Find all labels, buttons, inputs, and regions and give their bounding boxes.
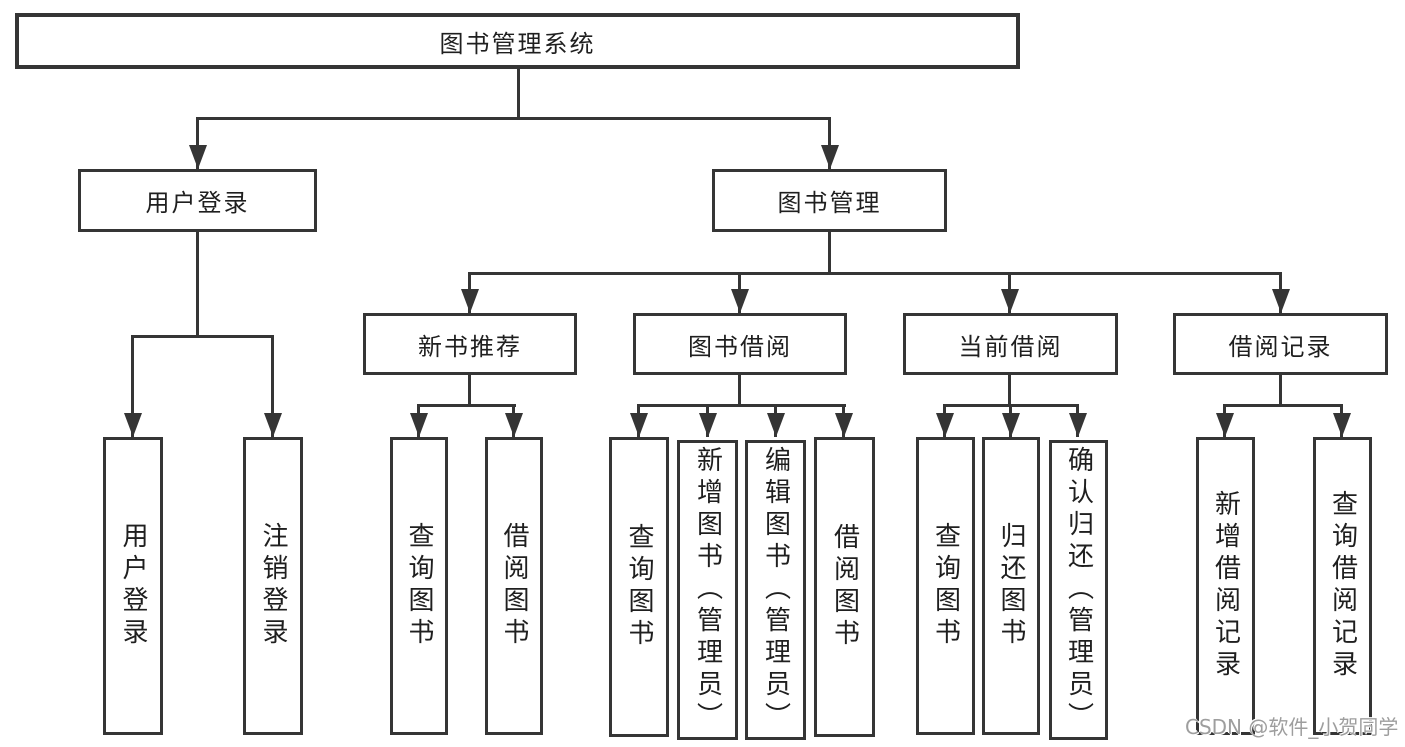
node-label: 用户登录 xyxy=(145,189,250,217)
leaf-drop-line xyxy=(131,335,134,437)
leaf-user-login: 用户登录 xyxy=(103,437,163,735)
arrow-down-icon xyxy=(124,413,142,437)
node-label: 借阅图书 xyxy=(499,522,529,650)
node-label: 编辑图书（管理员） xyxy=(760,446,791,734)
node-book-management: 图书管理 xyxy=(712,169,947,232)
node-label: 图书管理系统 xyxy=(439,29,596,58)
arrow-down-icon xyxy=(835,413,853,437)
node-label: 新增图书（管理员） xyxy=(692,446,723,734)
leaf-return-books: 归还图书 xyxy=(982,437,1040,735)
arrow-down-icon xyxy=(821,145,839,169)
node-label: 新增借阅记录 xyxy=(1210,490,1241,682)
arrow-down-icon xyxy=(699,413,717,437)
leaf-add-borrow-record: 新增借阅记录 xyxy=(1196,437,1255,735)
arrow-down-icon xyxy=(189,145,207,169)
current-borrow-stem-line xyxy=(1008,375,1011,406)
book-mgmt-stem-line xyxy=(828,232,831,275)
book-borrow-branch-line xyxy=(637,404,846,407)
leaf-query-borrow-record: 查询借阅记录 xyxy=(1313,437,1372,735)
leaf-edit-books-admin: 编辑图书（管理员） xyxy=(745,440,806,740)
node-user-login: 用户登录 xyxy=(78,169,317,232)
user-login-stem-line xyxy=(196,232,199,336)
arrow-down-icon xyxy=(936,413,954,437)
node-label: 查询图书 xyxy=(624,523,654,651)
arrow-down-icon xyxy=(1333,413,1351,437)
node-book-borrow: 图书借阅 xyxy=(633,313,847,375)
book-mgmt-drop-line xyxy=(828,117,831,169)
leaf-logout-login: 注销登录 xyxy=(243,437,303,735)
arrow-down-icon xyxy=(767,413,785,437)
arrow-down-icon xyxy=(731,289,749,313)
node-label: 图书借阅 xyxy=(688,332,792,361)
node-root: 图书管理系统 xyxy=(15,13,1020,69)
new-book-stem-line xyxy=(468,375,471,406)
leaf-borrow-books: 借阅图书 xyxy=(814,437,875,737)
user-login-branch-line xyxy=(131,335,274,338)
node-label: 用户登录 xyxy=(118,522,148,650)
arrow-down-icon xyxy=(264,413,282,437)
arrow-down-icon xyxy=(630,413,648,437)
arrow-down-icon xyxy=(1069,413,1087,437)
node-label: 新书推荐 xyxy=(418,332,522,361)
leaf-query-books-borrow: 查询图书 xyxy=(609,437,669,737)
arrow-down-icon xyxy=(1272,289,1290,313)
borrow-records-stem-line xyxy=(1279,375,1282,406)
arrow-down-icon xyxy=(1002,413,1020,437)
book-borrow-stem-line xyxy=(738,375,741,406)
node-new-book-recommend: 新书推荐 xyxy=(363,313,577,375)
leaf-borrow-books-recommend: 借阅图书 xyxy=(485,437,543,735)
user-login-drop-line xyxy=(196,117,199,169)
node-label: 查询借阅记录 xyxy=(1327,490,1358,682)
arrow-down-icon xyxy=(1216,413,1234,437)
node-label: 当前借阅 xyxy=(958,332,1063,361)
leaf-query-books-current: 查询图书 xyxy=(916,437,975,735)
root-stem-line xyxy=(517,69,520,117)
node-borrow-records: 借阅记录 xyxy=(1173,313,1388,375)
node-label: 借阅记录 xyxy=(1228,332,1333,361)
arrow-down-icon xyxy=(461,289,479,313)
arrow-down-icon xyxy=(410,413,428,437)
node-label: 查询图书 xyxy=(930,522,961,650)
csdn-watermark: CSDN @软件_小贺同学 xyxy=(1185,715,1399,739)
node-label: 借阅图书 xyxy=(829,523,860,651)
leaf-query-books-recommend: 查询图书 xyxy=(390,437,448,735)
leaf-drop-line xyxy=(271,335,274,437)
node-current-borrow: 当前借阅 xyxy=(903,313,1118,375)
arrow-down-icon xyxy=(505,413,523,437)
level1-branch-line xyxy=(196,117,831,120)
arrow-down-icon xyxy=(1001,289,1019,313)
node-label: 查询图书 xyxy=(404,522,434,650)
level2-branch-line xyxy=(469,272,1282,275)
borrow-records-branch-line xyxy=(1223,404,1343,407)
new-book-branch-line xyxy=(417,404,516,407)
node-label: 归还图书 xyxy=(996,522,1026,650)
leaf-add-books-admin: 新增图书（管理员） xyxy=(677,440,738,740)
leaf-confirm-return-admin: 确认归还（管理员） xyxy=(1049,440,1108,740)
node-label: 注销登录 xyxy=(258,522,288,650)
node-label: 图书管理 xyxy=(777,189,882,217)
node-label: 确认归还（管理员） xyxy=(1063,446,1094,734)
